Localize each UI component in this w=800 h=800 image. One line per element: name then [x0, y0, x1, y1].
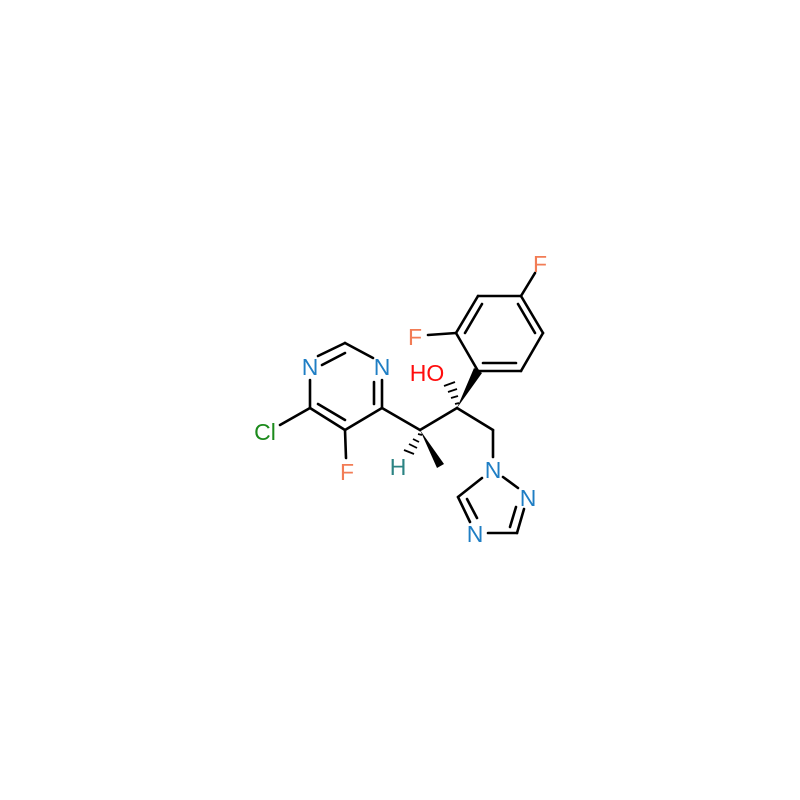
- bond: [519, 331, 545, 373]
- atom-label-nitrogen: N: [485, 457, 502, 483]
- bond: [308, 406, 347, 432]
- atom-label-nitrogen: N: [520, 485, 537, 511]
- wedge-bond-methyl: [420, 430, 444, 468]
- bond: [519, 271, 537, 298]
- bonds: [278, 271, 545, 535]
- bond: [418, 406, 459, 432]
- bond: [426, 331, 458, 337]
- atom-label-hydrogen: H: [390, 454, 407, 480]
- bond: [515, 507, 526, 535]
- atom-labels: N N Cl F H HO F F N N N: [254, 251, 547, 547]
- bond: [454, 294, 480, 335]
- bond: [343, 406, 384, 432]
- bond: [343, 341, 375, 360]
- bond: [519, 294, 545, 335]
- bond: [278, 406, 312, 427]
- atom-label-fluorine: F: [408, 324, 422, 350]
- bond: [463, 302, 484, 335]
- wedge-bond-aryl: [457, 368, 482, 408]
- bond: [456, 476, 484, 499]
- atom-label-fluorine: F: [340, 459, 354, 485]
- bond: [465, 497, 479, 520]
- atom-label-nitrogen: N: [302, 354, 319, 380]
- bond: [343, 428, 348, 460]
- atom-label-nitrogen: N: [374, 354, 391, 380]
- bond: [508, 505, 518, 529]
- atom-label-nitrogen: N: [467, 521, 484, 547]
- bond: [454, 331, 480, 373]
- hash-bond-h: [403, 433, 423, 455]
- bond: [316, 341, 347, 358]
- bond: [501, 475, 520, 490]
- bond: [380, 406, 422, 432]
- atom-label-fluorine: F: [533, 251, 547, 277]
- bond: [516, 302, 537, 335]
- bond: [316, 402, 347, 422]
- atom-label-hydroxyl: HO: [410, 360, 445, 386]
- bond: [456, 495, 472, 524]
- atom-label-chlorine: Cl: [254, 419, 276, 445]
- bond: [320, 351, 347, 367]
- hash-bond-oh: [443, 381, 460, 405]
- bond: [455, 406, 495, 432]
